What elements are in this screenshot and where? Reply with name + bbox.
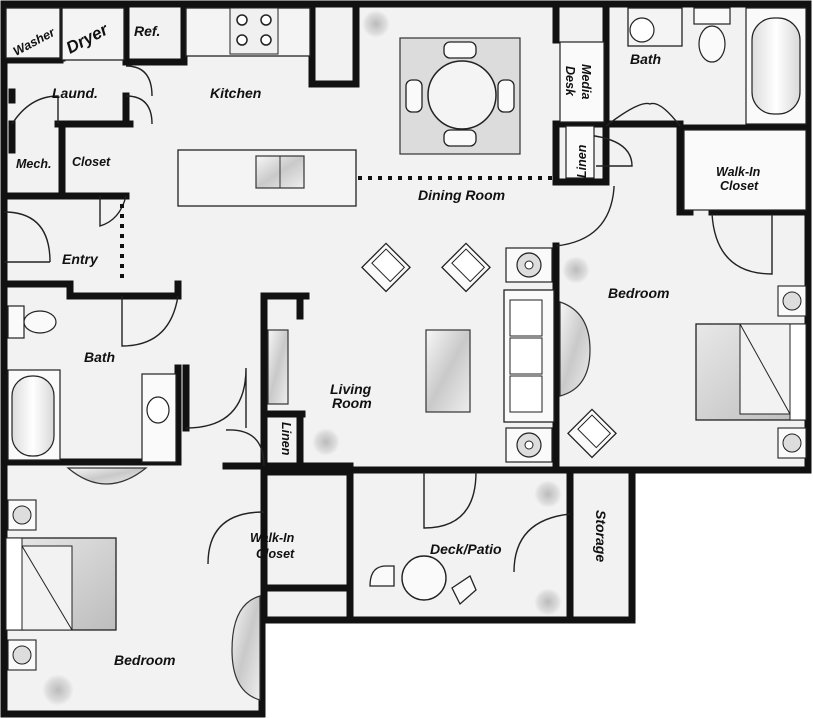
kitchen-fixtures bbox=[177, 7, 357, 207]
bedroom-left-furniture bbox=[5, 467, 261, 706]
label-dining-room: Dining Room bbox=[418, 187, 505, 203]
bedroom-right-furniture bbox=[559, 256, 807, 459]
nightstand-icon bbox=[7, 639, 37, 671]
deck-furniture bbox=[369, 480, 562, 616]
label-bedroom-right: Bedroom bbox=[608, 285, 669, 301]
bathtub-icon bbox=[745, 7, 807, 125]
bed-icon bbox=[695, 323, 807, 421]
label-closet: Closet bbox=[72, 155, 111, 169]
plant-icon bbox=[362, 10, 390, 38]
bath-top-fixtures bbox=[627, 7, 807, 125]
armchair-icon bbox=[361, 242, 411, 293]
label-walkin-bottom-2: Closet bbox=[256, 547, 295, 561]
sofa-icon bbox=[503, 289, 555, 423]
tv-cabinet bbox=[267, 329, 289, 405]
nightstand-icon bbox=[777, 285, 807, 317]
label-media: Media bbox=[579, 64, 593, 99]
bed-icon bbox=[5, 537, 117, 631]
laundry-appliances bbox=[5, 7, 125, 61]
label-mech: Mech. bbox=[16, 157, 51, 171]
nightstand-icon bbox=[777, 427, 807, 459]
plant-icon bbox=[534, 588, 562, 616]
media-desk bbox=[559, 41, 605, 123]
label-laund: Laund. bbox=[52, 85, 98, 101]
label-bedroom-left: Bedroom bbox=[114, 652, 175, 668]
window-seat bbox=[559, 301, 591, 397]
sink-icon bbox=[141, 373, 177, 463]
armchair-icon bbox=[567, 408, 617, 459]
coffee-table bbox=[425, 329, 471, 413]
toilet-icon bbox=[7, 305, 57, 339]
nightstand-icon bbox=[7, 499, 37, 531]
label-linen-top: Linen bbox=[575, 144, 589, 178]
bath-left-fixtures bbox=[7, 305, 177, 463]
label-bath-left: Bath bbox=[84, 349, 115, 365]
label-ref: Ref. bbox=[134, 23, 160, 39]
kitchen-island bbox=[177, 149, 357, 207]
label-living-2: Room bbox=[332, 395, 372, 411]
end-table-icon bbox=[505, 427, 553, 463]
label-entry: Entry bbox=[62, 251, 99, 267]
living-furniture bbox=[267, 242, 555, 463]
plant-icon bbox=[42, 674, 74, 706]
plant-icon bbox=[312, 428, 340, 456]
dotted-openings bbox=[120, 176, 556, 280]
armchair-icon bbox=[441, 242, 491, 293]
window-seat bbox=[231, 595, 261, 701]
interior-walls bbox=[0, 0, 812, 624]
label-storage: Storage bbox=[593, 510, 609, 562]
room-labels: Washer Dryer Ref. Kitchen Laund. Mech. C… bbox=[11, 19, 761, 668]
bathtub-icon bbox=[7, 369, 61, 461]
label-desk: Desk bbox=[563, 66, 577, 97]
label-living-1: Living bbox=[330, 381, 372, 397]
label-walkin-bottom-1: Walk-In bbox=[250, 531, 295, 545]
linen-top bbox=[565, 125, 595, 179]
label-kitchen: Kitchen bbox=[210, 85, 261, 101]
stove-icon bbox=[229, 7, 279, 55]
dining-table-icon bbox=[399, 37, 521, 155]
window-seat bbox=[66, 467, 148, 485]
plant-icon bbox=[562, 256, 590, 284]
label-bath-top: Bath bbox=[630, 51, 661, 67]
label-deck-patio: Deck/Patio bbox=[430, 541, 502, 557]
label-walkin-top-2: Closet bbox=[720, 179, 759, 193]
label-walkin-top-1: Walk-In bbox=[716, 165, 761, 179]
end-table-icon bbox=[505, 247, 553, 283]
plant-icon bbox=[534, 480, 562, 508]
label-linen-mid: Linen bbox=[279, 422, 293, 456]
toilet-icon bbox=[693, 7, 731, 63]
walkin-top bbox=[683, 129, 807, 211]
